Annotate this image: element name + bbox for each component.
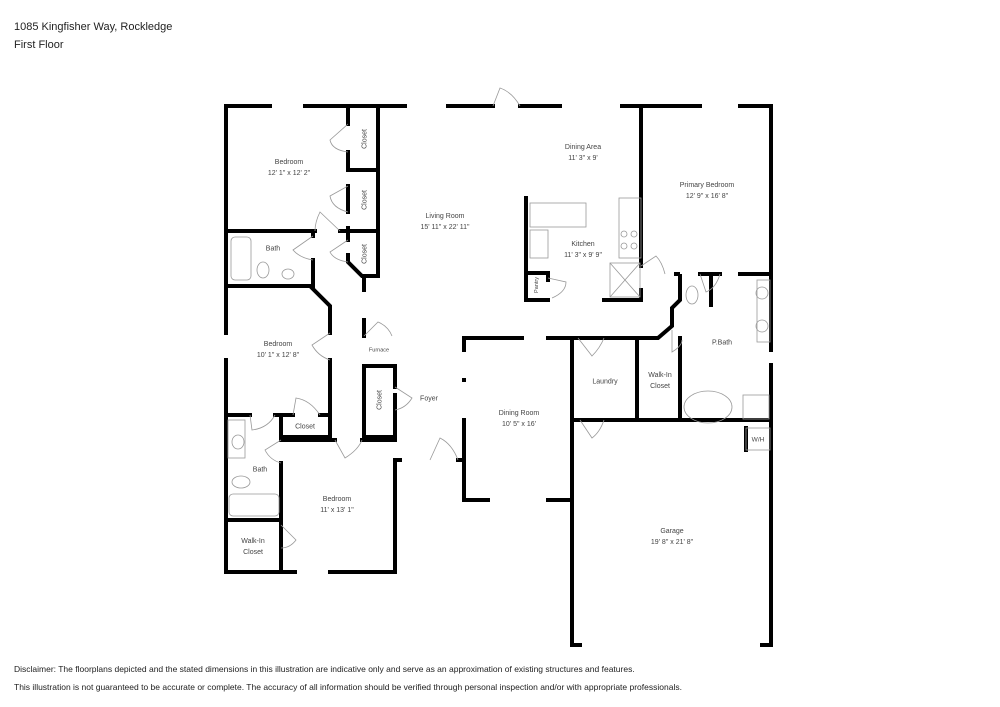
room-foyer: Foyer: [420, 395, 438, 403]
room-closet-v4: Closet: [376, 390, 384, 410]
room-pantry: Pantry: [534, 277, 540, 293]
room-laundry: Laundry: [592, 378, 618, 386]
disclaimer-line-1: Disclaimer: The floorplans depicted and …: [14, 664, 635, 674]
room-closet-v2: Closet: [361, 190, 369, 210]
disclaimer-line-2: This illustration is not guaranteed to b…: [14, 682, 682, 692]
room-closet-small: Closet: [295, 423, 315, 431]
property-address: 1085 Kingfisher Way, Rockledge: [14, 21, 173, 33]
room-closet-v3: Closet: [361, 244, 369, 264]
room-bath-1: Bath: [265, 245, 281, 253]
room-closet-v1: Closet: [361, 129, 369, 149]
room-bath-2: Bath: [252, 466, 268, 474]
floor-label: First Floor: [14, 39, 64, 51]
water-heater-label: W/H: [751, 436, 765, 444]
room-furnace: Furnace: [368, 347, 390, 354]
room-pbath: P.Bath: [711, 339, 733, 347]
